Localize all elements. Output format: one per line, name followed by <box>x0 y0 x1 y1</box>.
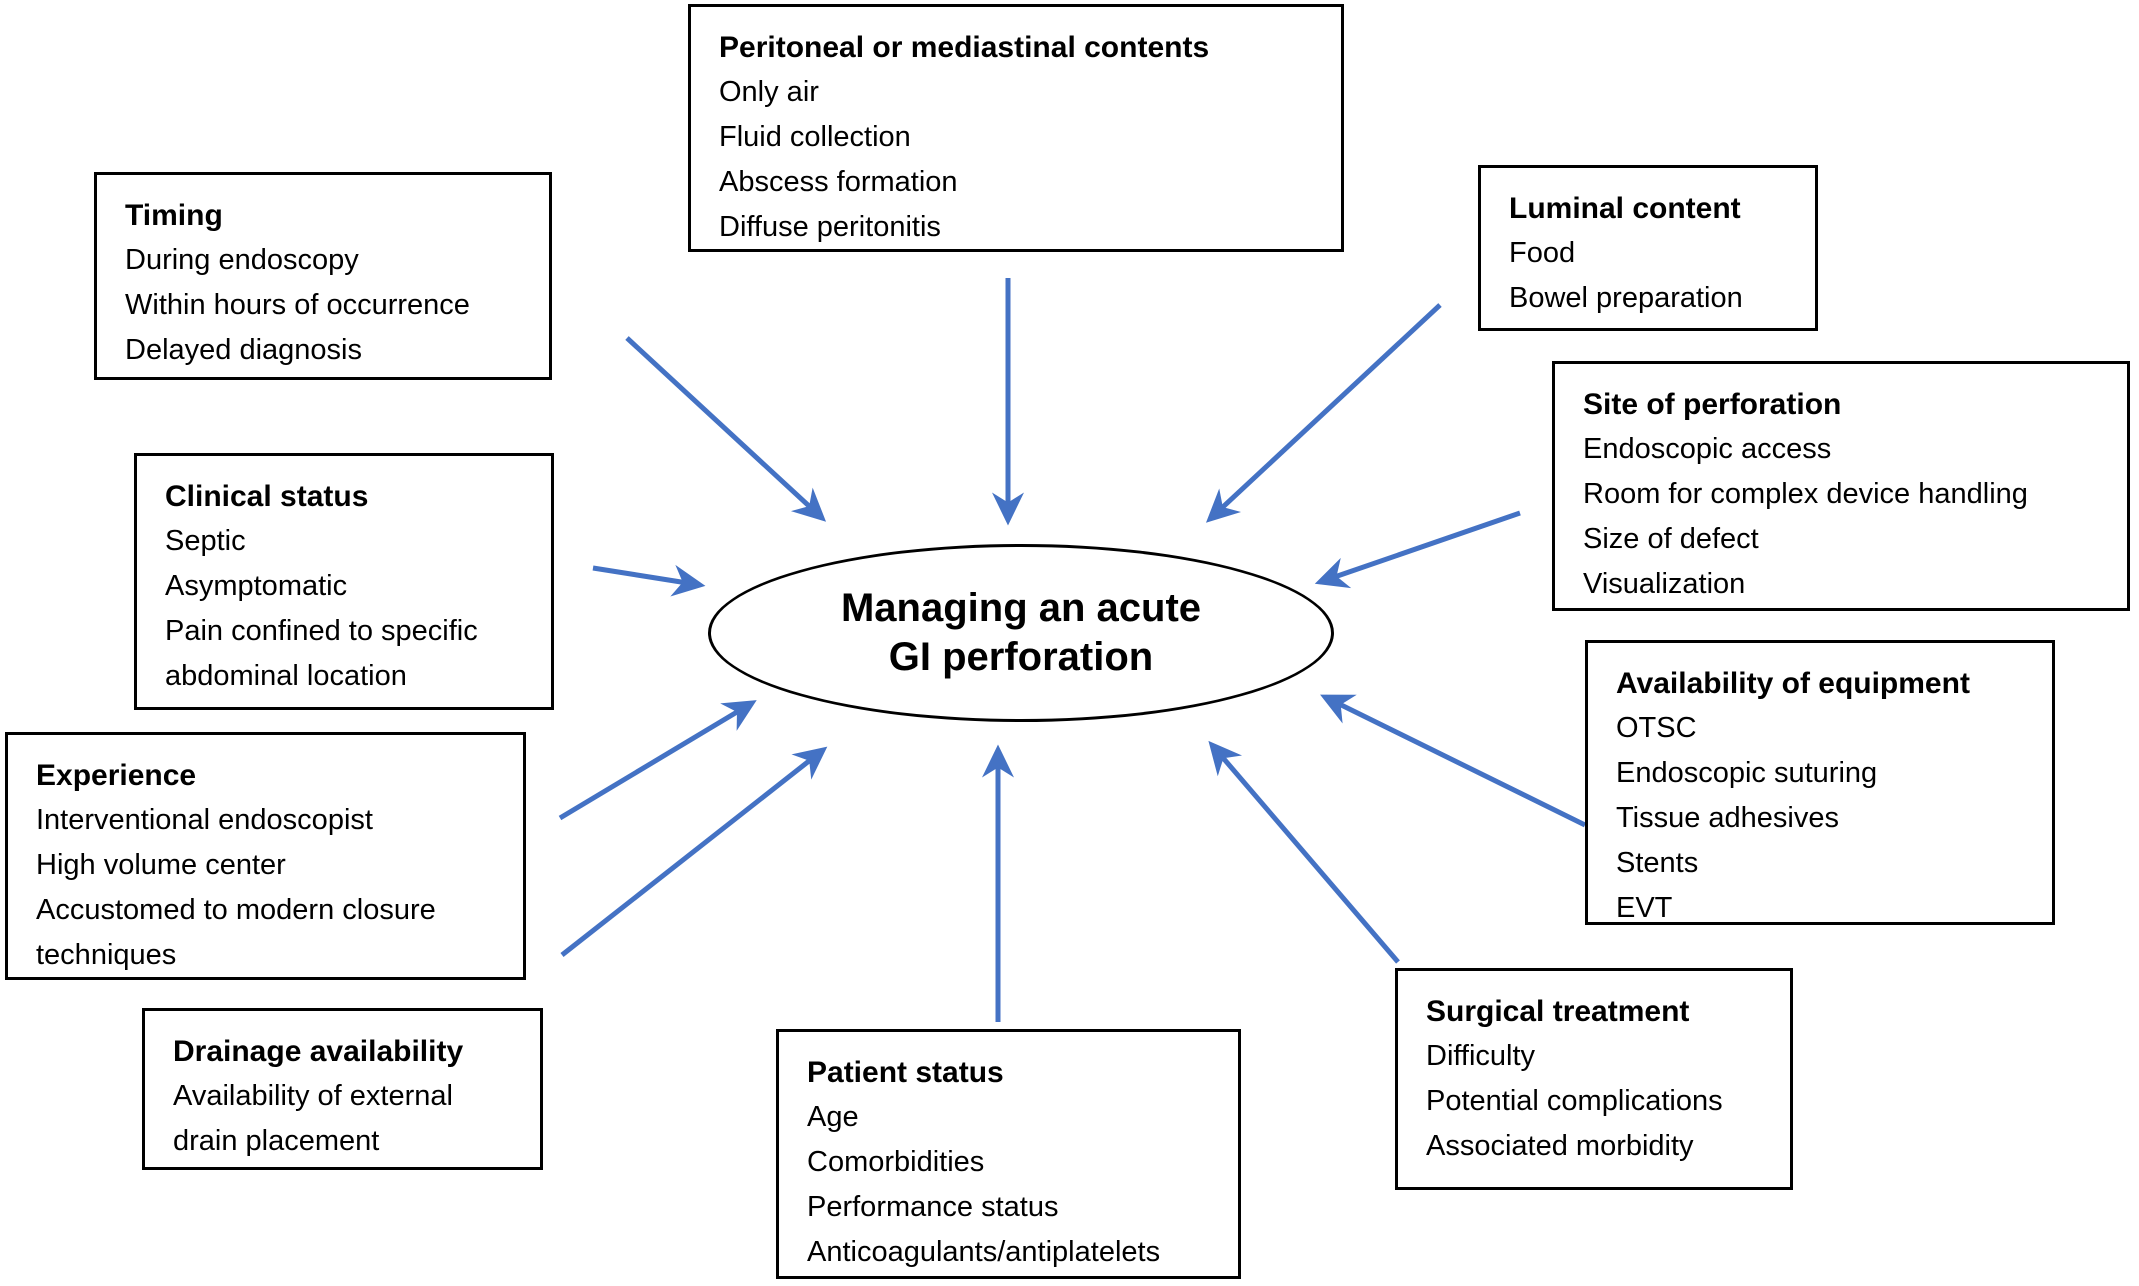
factor-box-item: Difficulty <box>1426 1040 1536 1072</box>
factor-box-item: Availability of external drain placement <box>173 1080 453 1157</box>
factor-box-title-luminal: Luminal content <box>1509 192 1741 225</box>
factor-box-title-clinical: Clinical status <box>165 480 369 513</box>
factor-box-item: Potential complications <box>1426 1085 1723 1117</box>
factor-box-item: Associated morbidity <box>1426 1130 1694 1162</box>
factor-box-item: Visualization <box>1583 568 1746 600</box>
factor-box-item: Endoscopic access <box>1583 433 1832 465</box>
factor-box-title-timing: Timing <box>125 199 223 232</box>
factor-box-item: Diffuse peritonitis <box>719 211 941 243</box>
factor-box-title-drainage: Drainage availability <box>173 1035 464 1068</box>
arrow-drainage-to-center <box>560 746 828 957</box>
factor-box-item: During endoscopy <box>125 244 359 276</box>
arrow-equipment-to-center <box>1320 694 1587 828</box>
factor-box-item: Stents <box>1616 847 1699 879</box>
center-ellipse-text-line2: GI perforation <box>888 635 1154 679</box>
factor-box-item: Size of defect <box>1583 523 1759 555</box>
factor-box-item: Bowel preparation <box>1509 282 1743 314</box>
factor-box-item: Pain confined to specific abdominal loca… <box>165 615 478 692</box>
arrow-timing-to-center <box>625 336 827 522</box>
arrow-experience-to-center <box>558 700 757 821</box>
center-ellipse: Managing an acute GI perforation <box>708 544 1334 722</box>
factor-box-item: Asymptomatic <box>165 570 348 602</box>
factor-box-title-surgical: Surgical treatment <box>1426 995 1690 1028</box>
factor-box-item: Tissue adhesives <box>1616 802 1839 834</box>
factor-box-item: Interventional endoscopist <box>36 804 373 836</box>
factor-box-item: Room for complex device handling <box>1583 478 2028 510</box>
factor-box-item: Accustomed to modern closure techniques <box>36 894 436 971</box>
factor-box-item: Septic <box>165 525 246 557</box>
factor-box-title-experience: Experience <box>36 759 197 792</box>
arrow-site-to-center <box>1314 510 1521 589</box>
arrow-surgical-to-center <box>1208 740 1400 964</box>
factor-box-item: Within hours of occurrence <box>125 289 470 321</box>
factor-box-item: Endoscopic suturing <box>1616 757 1878 789</box>
arrow-luminal-to-center <box>1205 303 1442 523</box>
arrow-clinical-to-center <box>592 564 706 597</box>
factor-box-item: Fluid collection <box>719 121 911 153</box>
factor-box-item: Age <box>807 1101 859 1133</box>
factor-box-item: High volume center <box>36 849 286 881</box>
factor-box-title-site: Site of perforation <box>1583 388 1842 421</box>
factor-box-item: Food <box>1509 237 1576 269</box>
factor-box-item: Comorbidities <box>807 1146 985 1178</box>
factor-box-title-patient: Patient status <box>807 1056 1004 1089</box>
factor-box-title-peritoneal: Peritoneal or mediastinal contents <box>719 31 1210 64</box>
factor-box-item: Performance status <box>807 1191 1059 1223</box>
center-ellipse-text-line1: Managing an acute <box>840 586 1202 630</box>
factor-box-item: Delayed diagnosis <box>125 334 362 366</box>
factor-box-item: Anticoagulants/antiplatelets <box>807 1236 1161 1268</box>
factor-box-item: Only air <box>719 76 819 108</box>
factor-box-title-equipment: Availability of equipment <box>1616 667 1970 700</box>
factor-box-item: Abscess formation <box>719 166 958 198</box>
factor-box-item: OTSC <box>1616 712 1697 744</box>
factor-box-item: EVT <box>1616 892 1673 924</box>
